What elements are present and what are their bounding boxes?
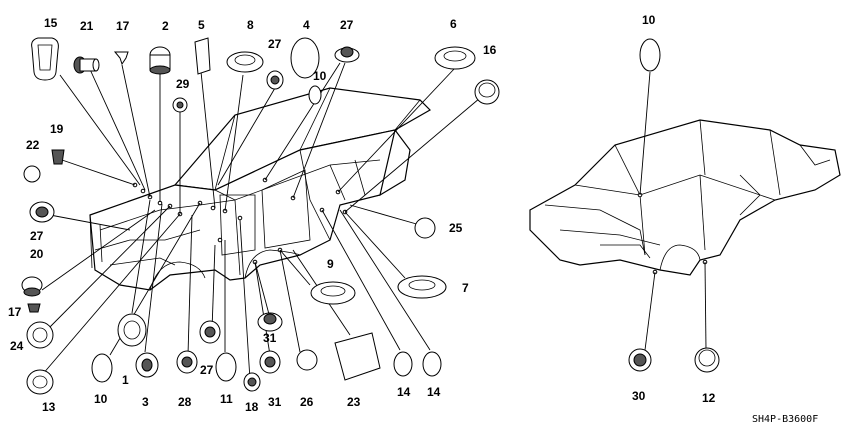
callout-20: 20 bbox=[30, 247, 44, 261]
callout-28: 28 bbox=[178, 395, 192, 409]
part-12-plug bbox=[694, 347, 720, 373]
part-9-grommet bbox=[310, 281, 356, 305]
callout-21: 21 bbox=[80, 19, 94, 33]
part-25-seal bbox=[414, 217, 436, 239]
callout-7: 7 bbox=[462, 281, 469, 295]
callout-labels: 15 21 17 2 5 8 4 27 6 16 27 10 29 19 22 … bbox=[8, 13, 716, 414]
part-30-grommet bbox=[628, 348, 652, 372]
callout-6: 6 bbox=[450, 17, 457, 31]
callout-17-b: 17 bbox=[8, 305, 22, 319]
part-10-seal-a bbox=[308, 85, 322, 105]
part-31-grommet-b bbox=[259, 350, 281, 374]
part-10-seal-b bbox=[91, 353, 113, 383]
part-19-clip bbox=[51, 149, 65, 165]
callout-1: 1 bbox=[122, 373, 129, 387]
left-car-body bbox=[89, 87, 431, 291]
part-14-seal-a bbox=[393, 351, 413, 377]
callout-30: 30 bbox=[632, 389, 646, 403]
callout-11: 11 bbox=[220, 392, 233, 406]
callout-27-c: 27 bbox=[30, 229, 44, 243]
callout-4: 4 bbox=[303, 18, 310, 32]
part-28-grommet bbox=[176, 350, 198, 374]
part-20-plug bbox=[21, 276, 43, 297]
callout-31-b: 31 bbox=[268, 395, 282, 409]
callout-14-a: 14 bbox=[397, 385, 411, 399]
part-26-plug bbox=[296, 349, 318, 371]
part-10-seal-c bbox=[639, 38, 661, 72]
callout-10-c: 10 bbox=[642, 13, 656, 27]
callout-2: 2 bbox=[162, 19, 169, 33]
callout-27-d: 27 bbox=[200, 363, 214, 377]
part-7-grommet bbox=[397, 275, 447, 299]
part-11-seal bbox=[215, 352, 237, 382]
callout-18: 18 bbox=[245, 400, 259, 414]
part-17-clip bbox=[113, 51, 129, 66]
part-18-plug bbox=[243, 372, 261, 392]
callout-10-a: 10 bbox=[313, 69, 327, 83]
callout-5: 5 bbox=[198, 18, 205, 32]
part-5-seal bbox=[194, 37, 211, 75]
callout-22: 22 bbox=[26, 138, 40, 152]
part-3-grommet bbox=[135, 352, 159, 378]
part-17-clip-b bbox=[27, 303, 41, 313]
leader-lines-right bbox=[639, 71, 707, 351]
part-27-grommet-b bbox=[334, 46, 360, 63]
part-22-plug bbox=[23, 165, 41, 183]
callout-13: 13 bbox=[42, 400, 56, 414]
callout-9: 9 bbox=[327, 257, 334, 271]
callout-14-b: 14 bbox=[427, 385, 441, 399]
part-16-plug bbox=[474, 79, 500, 105]
callout-10-b: 10 bbox=[94, 392, 108, 406]
callout-12: 12 bbox=[702, 391, 716, 405]
callout-29: 29 bbox=[176, 77, 190, 91]
right-car-body bbox=[529, 119, 841, 276]
part-15-grommet bbox=[31, 37, 59, 81]
part-6-grommet bbox=[434, 46, 476, 70]
part-14-seal-b bbox=[422, 351, 442, 377]
callout-25: 25 bbox=[449, 221, 463, 235]
part-27-grommet-a bbox=[266, 70, 284, 90]
part-23-seal bbox=[334, 332, 381, 381]
part-27-grommet-c bbox=[29, 201, 55, 223]
part-13-grommet bbox=[26, 369, 54, 395]
callout-15: 15 bbox=[44, 16, 58, 30]
part-24-grommet bbox=[26, 321, 54, 349]
part-1-grommet bbox=[117, 313, 147, 347]
part-2-plug bbox=[149, 46, 171, 75]
part-31-grommet-a bbox=[257, 312, 283, 332]
callout-23: 23 bbox=[347, 395, 361, 409]
callout-3: 3 bbox=[142, 395, 149, 409]
callout-17: 17 bbox=[116, 19, 130, 33]
diagram-code: SH4P-B3600F bbox=[752, 414, 818, 425]
callout-24: 24 bbox=[10, 339, 24, 353]
callout-19: 19 bbox=[50, 122, 64, 136]
callout-31-a: 31 bbox=[263, 331, 277, 345]
part-4-seal bbox=[290, 37, 320, 79]
part-21-grommet bbox=[73, 56, 100, 74]
callout-27-b: 27 bbox=[340, 18, 354, 32]
callout-27-a: 27 bbox=[268, 37, 282, 51]
callout-26: 26 bbox=[300, 395, 314, 409]
callout-8: 8 bbox=[247, 18, 254, 32]
part-27-grommet-d bbox=[199, 320, 221, 344]
part-29-grommet bbox=[172, 97, 188, 113]
callout-16: 16 bbox=[483, 43, 497, 57]
part-8-grommet bbox=[226, 51, 264, 73]
